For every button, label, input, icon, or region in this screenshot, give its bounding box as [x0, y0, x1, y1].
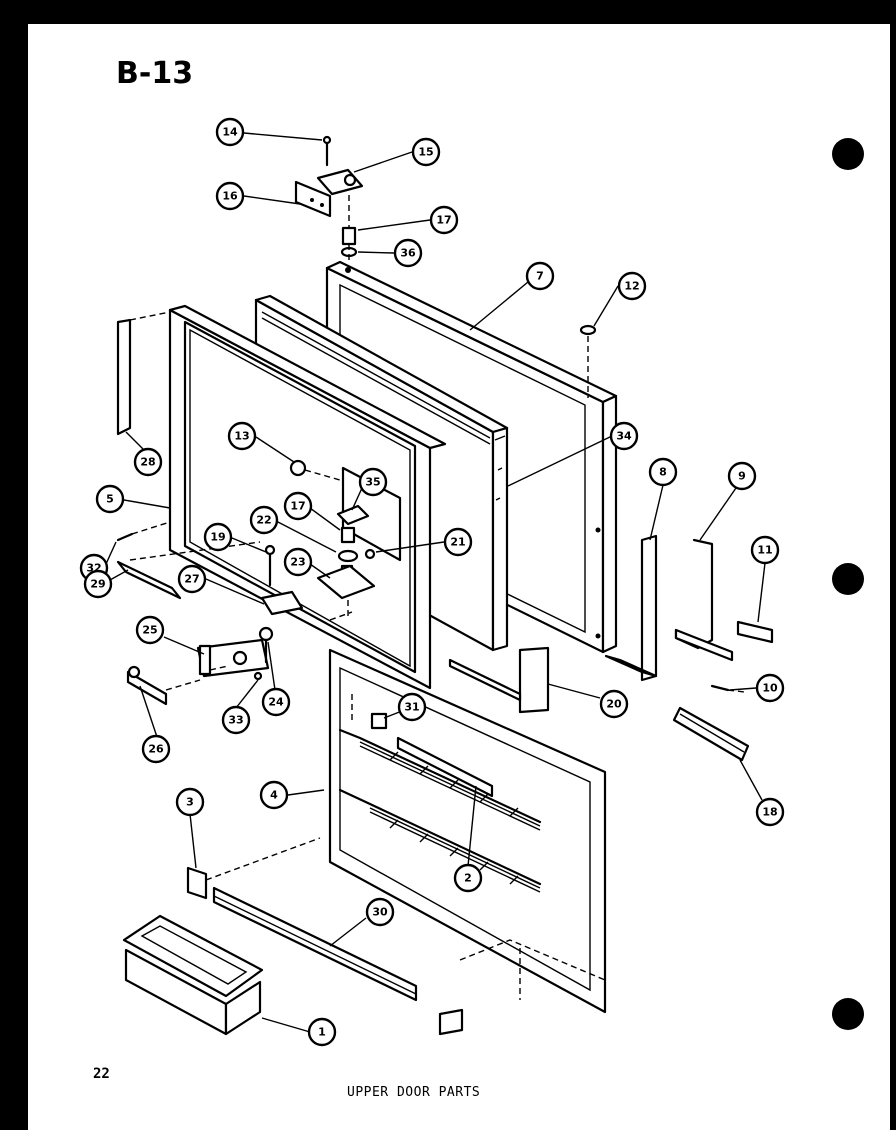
callout-8: 8 [648, 457, 678, 487]
callout-label: 35 [365, 476, 380, 489]
callout-label: 3 [186, 796, 194, 809]
callout-21: 21 [443, 527, 473, 557]
callout-25: 25 [135, 615, 165, 645]
page-number: 22 [93, 1066, 110, 1082]
top-hinge-assembly [294, 135, 364, 262]
callout-label: 25 [142, 624, 157, 637]
callout-20: 20 [599, 689, 629, 719]
bottom-parts [122, 837, 464, 1036]
callout-label: 33 [228, 714, 243, 727]
callout-label: 12 [624, 280, 639, 293]
callout-14: 14 [215, 117, 245, 147]
callout-33: 33 [221, 705, 251, 735]
callout-15: 15 [411, 137, 441, 167]
callout-label: 23 [290, 556, 305, 569]
callout-24: 24 [261, 687, 291, 717]
callout-label: 29 [90, 578, 105, 591]
callout-3: 3 [175, 787, 205, 817]
callout-label: 20 [606, 698, 622, 711]
binder-hole-top [832, 138, 864, 170]
callout-30: 30 [365, 897, 395, 927]
callout-label: 13 [234, 430, 249, 443]
callout-label: 17 [436, 214, 451, 227]
callout-5: 5 [95, 484, 125, 514]
left-trim-parts [116, 521, 261, 600]
callout-35: 35 [358, 467, 388, 497]
callout-18: 18 [755, 797, 785, 827]
callout-label: 10 [762, 682, 778, 695]
callout-label: 27 [184, 573, 199, 586]
callout-34: 34 [609, 421, 639, 451]
callout-2: 2 [453, 863, 483, 893]
callout-31: 31 [397, 692, 427, 722]
callout-label: 17 [290, 500, 305, 513]
callout-4: 4 [259, 780, 289, 810]
callout-label: 5 [106, 493, 114, 506]
callout-label: 19 [210, 531, 225, 544]
figure-caption: UPPER DOOR PARTS [347, 1085, 481, 1100]
callout-label: 28 [140, 456, 155, 469]
small-fasteners [289, 324, 597, 481]
callout-22: 22 [249, 505, 279, 535]
callout-label: 15 [418, 146, 433, 159]
callout-16: 16 [215, 181, 245, 211]
binder-hole-bottom [832, 998, 864, 1030]
callout-12: 12 [617, 271, 647, 301]
gasket-strip [116, 311, 171, 436]
callout-label: 26 [148, 743, 164, 756]
leader-lines [105, 132, 766, 1033]
callout-19: 19 [203, 522, 233, 552]
callout-label: 11 [757, 544, 772, 557]
callout-17b: 17 [283, 491, 313, 521]
lower-hinge-assembly [260, 504, 376, 621]
callout-26: 26 [141, 734, 171, 764]
right-side-parts [604, 534, 774, 762]
callout-13: 13 [227, 421, 257, 451]
callout-28: 28 [133, 447, 163, 477]
callout-label: 7 [536, 270, 544, 283]
callout-label: 24 [268, 696, 284, 709]
callout-11: 11 [750, 535, 780, 565]
callout-label: 34 [616, 430, 632, 443]
callout-29: 29 [83, 569, 113, 599]
callout-label: 1 [318, 1026, 326, 1039]
lower-trim-parts [370, 646, 550, 730]
callout-label: 18 [762, 806, 777, 819]
callout-label: 31 [404, 701, 419, 714]
callout-label: 9 [738, 470, 746, 483]
callout-label: 36 [400, 247, 416, 260]
page-title: B-13 [116, 56, 194, 91]
callout-36: 36 [393, 238, 423, 268]
callout-label: 14 [222, 126, 238, 139]
callout-label: 8 [659, 466, 667, 479]
callout-label: 21 [450, 536, 465, 549]
callout-23: 23 [283, 547, 313, 577]
callout-10: 10 [755, 673, 785, 703]
callout-label: 16 [222, 190, 238, 203]
callout-9: 9 [727, 461, 757, 491]
callout-7: 7 [525, 261, 555, 291]
callout-label: 30 [372, 906, 388, 919]
callout-27: 27 [177, 564, 207, 594]
hinge-bracket-assembly [126, 626, 274, 706]
callout-17a: 17 [429, 205, 459, 235]
callout-label: 4 [270, 789, 278, 802]
callout-label: 2 [464, 872, 472, 885]
callout-label: 22 [256, 514, 271, 527]
callout-1: 1 [307, 1017, 337, 1047]
inner-door-liner [328, 648, 607, 1014]
binder-hole-middle [832, 563, 864, 595]
